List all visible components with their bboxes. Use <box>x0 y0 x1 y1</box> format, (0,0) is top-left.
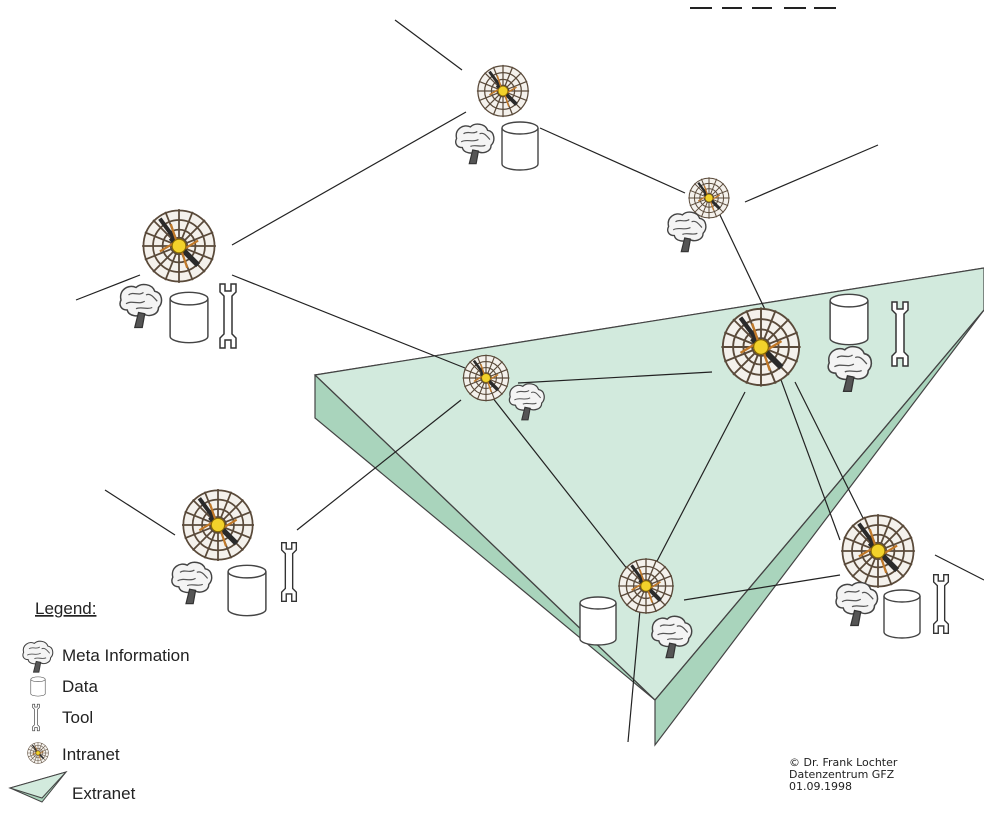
spider-web-icon <box>142 209 216 283</box>
data-cylinder-icon <box>829 293 869 346</box>
spider-web-icon <box>182 489 254 561</box>
credit-institution: Datenzentrum GFZ <box>789 768 895 781</box>
spider-web-icon <box>474 62 532 120</box>
meta-information-icon <box>835 581 879 627</box>
data-cylinder-icon <box>227 564 267 617</box>
legend-label-intranet: Intranet <box>62 745 120 764</box>
data-cylinder-icon <box>883 589 921 639</box>
data-cylinder-icon <box>169 291 209 344</box>
meta-information-icon <box>455 123 495 165</box>
legend-label-extranet: Extranet <box>72 784 136 803</box>
wrench-icon <box>219 283 237 349</box>
spider-web-icon <box>618 558 674 614</box>
spider-web-icon <box>26 741 50 765</box>
meta-information-icon <box>667 211 707 253</box>
meta-information-icon <box>22 640 54 673</box>
extranet-platform <box>313 267 984 747</box>
meta-information-icon <box>119 283 163 329</box>
data-cylinder-icon <box>501 121 539 171</box>
green-triangle-icon <box>8 771 68 803</box>
data-cylinder-icon <box>579 596 617 646</box>
wrench-icon <box>280 541 298 603</box>
spider-web-icon <box>460 352 512 404</box>
wrench-icon <box>32 703 40 732</box>
spider-web-icon <box>841 514 915 588</box>
legend-label-tool: Tool <box>62 708 93 727</box>
credit-date: 01.09.1998 <box>789 780 852 793</box>
wrench-icon <box>932 573 950 635</box>
data-cylinder-icon <box>30 676 46 697</box>
legend-label-meta-information: Meta Information <box>62 646 190 665</box>
connection-lines <box>75 19 984 743</box>
legend-title: Legend: <box>35 599 96 618</box>
credit: © Dr. Frank Lochter Datenzentrum GFZ 01.… <box>789 756 898 793</box>
legend: Legend: Meta Information Data Tool Intra… <box>8 599 190 803</box>
meta-information-icon <box>171 561 213 605</box>
credit-author: © Dr. Frank Lochter <box>789 756 898 769</box>
spider-web-icon <box>721 307 800 386</box>
legend-label-data: Data <box>62 677 98 696</box>
